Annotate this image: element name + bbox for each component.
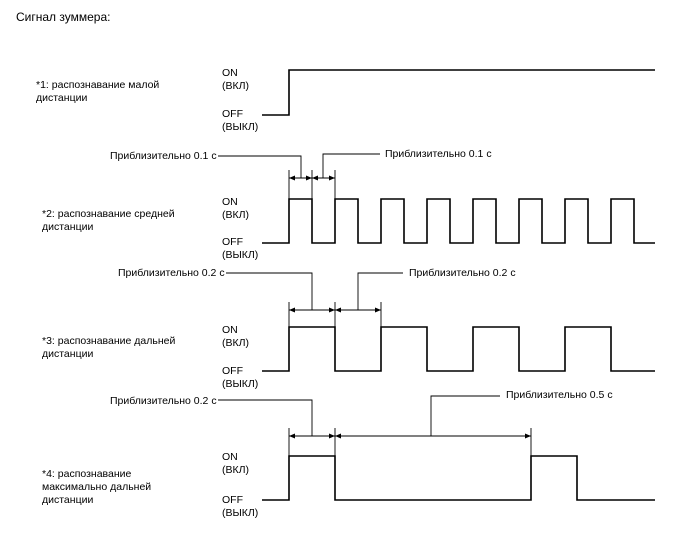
signal-4-arrow-2r bbox=[525, 433, 531, 439]
signal-4-group: Приблизительно 0.2 с Приблизительно 0.5 … bbox=[42, 389, 655, 519]
signal-3-interval-1-leader bbox=[226, 272, 313, 310]
signal-4-arrow-2l bbox=[335, 433, 341, 439]
signal-4-on-ru-label: (ВКЛ) bbox=[222, 464, 249, 476]
signal-2-group: Приблизительно 0.1 с Приблизительно 0.1 … bbox=[42, 148, 655, 261]
signal-4-interval-2-label: Приблизительно 0.5 с bbox=[506, 389, 613, 401]
signal-1-waveform bbox=[262, 69, 655, 116]
signal-2-on-ru-label: (ВКЛ) bbox=[222, 209, 249, 221]
signal-1-on-ru-label: (ВКЛ) bbox=[222, 80, 249, 92]
signal-3-off-ru-label: (ВЫКЛ) bbox=[222, 378, 258, 390]
signal-2-arrow-1r bbox=[306, 175, 312, 181]
signal-4-interval-1-label: Приблизительно 0.2 с bbox=[110, 395, 217, 407]
signal-4-on-label: ON bbox=[222, 451, 238, 463]
signal-4-waveform bbox=[262, 455, 655, 501]
signal-4-label-line-1: *4: распознавание bbox=[42, 468, 132, 480]
signal-2-on-label: ON bbox=[222, 196, 238, 208]
signal-3-waveform bbox=[262, 326, 655, 372]
signal-3-interval-2-label: Приблизительно 0.2 с bbox=[409, 267, 516, 279]
signal-2-label-line-1: *2: распознавание средней bbox=[42, 208, 175, 220]
signal-2-arrow-1l bbox=[289, 175, 295, 181]
signal-4-interval-1-leader bbox=[218, 399, 313, 436]
signal-1-off-label: OFF bbox=[222, 108, 243, 120]
signal-1-on-label: ON bbox=[222, 67, 238, 79]
signal-3-off-label: OFF bbox=[222, 365, 243, 377]
signal-3-arrow-2l bbox=[335, 307, 341, 313]
signal-4-off-ru-label: (ВЫКЛ) bbox=[222, 507, 258, 519]
signal-2-arrow-2r bbox=[329, 175, 335, 181]
signal-4-interval-2-leader bbox=[430, 395, 500, 436]
signal-1-off-ru-label: (ВЫКЛ) bbox=[222, 121, 258, 133]
signal-2-off-ru-label: (ВЫКЛ) bbox=[222, 249, 258, 261]
signal-3-arrow-2r bbox=[375, 307, 381, 313]
signal-4-label-line-3: дистанции bbox=[42, 494, 93, 506]
signal-4-label-line-2: максимально дальней bbox=[42, 481, 151, 493]
signal-2-waveform bbox=[262, 198, 655, 244]
signal-3-label-line-2: дистанции bbox=[42, 348, 93, 360]
signal-3-interval-1-label: Приблизительно 0.2 с bbox=[118, 267, 225, 279]
signal-3-label-line-1: *3: распознавание дальней bbox=[42, 335, 175, 347]
signal-2-off-label: OFF bbox=[222, 236, 243, 248]
signal-2-interval-2-leader bbox=[322, 153, 380, 178]
signal-4-arrow-1l bbox=[289, 433, 295, 439]
signal-3-on-ru-label: (ВКЛ) bbox=[222, 337, 249, 349]
signal-4-arrow-1r bbox=[329, 433, 335, 439]
signal-3-arrow-1l bbox=[289, 307, 295, 313]
signal-3-on-label: ON bbox=[222, 324, 238, 336]
signal-2-interval-1-label: Приблизительно 0.1 с bbox=[110, 150, 217, 162]
signal-3-interval-2-leader bbox=[357, 272, 403, 310]
signal-2-label-line-2: дистанции bbox=[42, 221, 93, 233]
signal-3-arrow-1r bbox=[329, 307, 335, 313]
signal-1-label-line-1: *1: распознавание малой bbox=[36, 79, 159, 91]
signal-4-off-label: OFF bbox=[222, 494, 243, 506]
signal-3-group: Приблизительно 0.2 с Приблизительно 0.2 … bbox=[42, 267, 655, 390]
diagram-title: Сигнал зуммера: bbox=[16, 10, 110, 24]
signal-2-arrow-2l bbox=[312, 175, 318, 181]
signal-2-interval-1-leader bbox=[218, 155, 302, 178]
signal-2-interval-2-label: Приблизительно 0.1 с bbox=[385, 148, 492, 160]
signal-1-group: *1: распознавание малой дистанции ON (ВК… bbox=[36, 67, 655, 133]
signal-1-label-line-2: дистанции bbox=[36, 92, 87, 104]
